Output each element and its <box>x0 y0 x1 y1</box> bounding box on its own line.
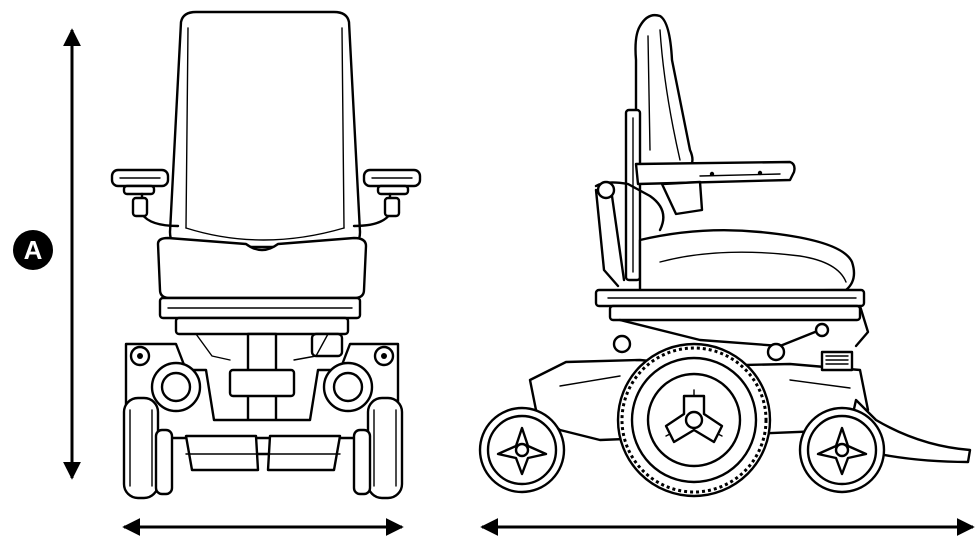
right-caster-housing <box>322 345 395 413</box>
dimension-label-a: A <box>24 235 43 265</box>
rear-caster-wheel <box>478 406 566 494</box>
armrest-side <box>634 160 796 186</box>
seat-cushion-side <box>638 229 856 294</box>
backrest-side <box>634 13 694 174</box>
dimension-label-badge: A <box>13 230 53 270</box>
front-caster-wheel <box>798 406 886 494</box>
left-armrest <box>110 168 180 228</box>
backrest-front <box>168 10 362 249</box>
front-view-wheelchair <box>110 10 422 500</box>
right-armrest <box>352 168 422 228</box>
left-footplate <box>184 434 260 472</box>
left-caster-housing <box>129 345 202 413</box>
left-drive-wheel-front <box>122 396 174 500</box>
drive-wheel-side <box>616 342 772 498</box>
side-view-wheelchair <box>478 13 972 498</box>
right-footplate <box>266 434 342 472</box>
right-drive-wheel-front <box>352 396 404 500</box>
